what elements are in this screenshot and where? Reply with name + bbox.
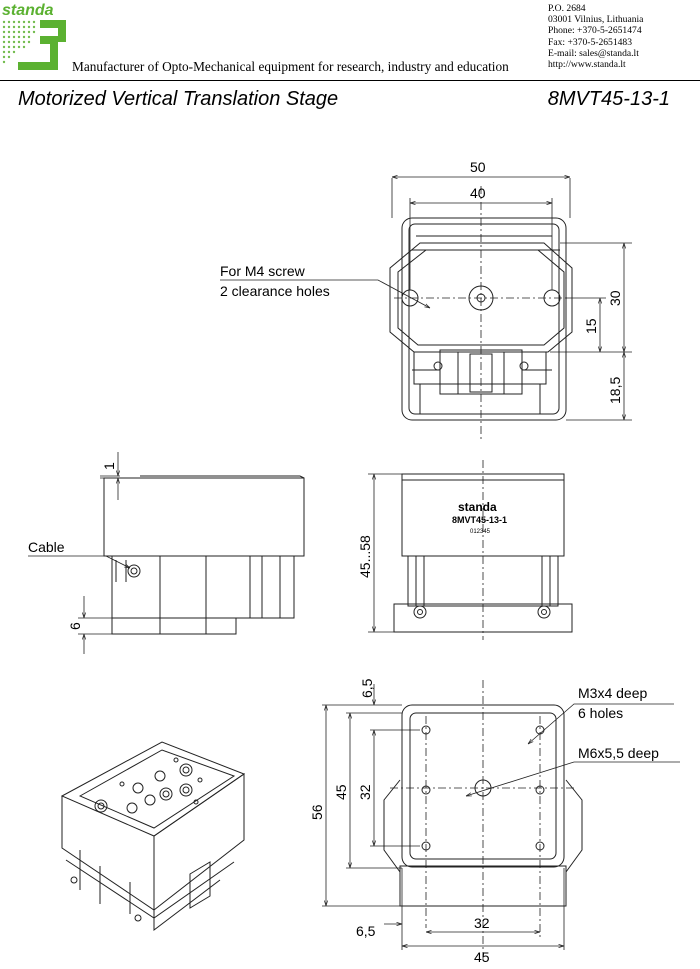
callout-m3-line1: M3x4 deep	[578, 685, 647, 701]
brand-text: standa	[2, 2, 54, 19]
dim-width-inner: 40	[470, 185, 486, 201]
callout-cable: Cable	[28, 539, 65, 555]
callout-m4-line1: For M4 screw	[220, 263, 306, 279]
contact-email: E-mail: sales@standa.lt	[548, 47, 639, 59]
dim-side-bottom: 6	[67, 622, 83, 630]
label-brand: standa	[458, 500, 497, 514]
dim-side-top: 1	[101, 462, 117, 470]
dim-height-top: 30	[607, 290, 623, 306]
dim-front-height: 45...58	[357, 535, 373, 578]
isometric-view	[60, 741, 246, 932]
dim-outer-v: 56	[309, 804, 325, 820]
header-divider	[0, 80, 700, 81]
dim-inner-v: 32	[357, 784, 373, 800]
front-view	[368, 460, 573, 640]
dim-base: 18,5	[607, 377, 623, 404]
dim-inner-h: 32	[474, 915, 490, 931]
contact-info: P.O. 2684 03001 Vilnius, Lithuania Phone…	[548, 3, 643, 70]
contact-website[interactable]: http://www.standa.lt	[548, 59, 626, 71]
standa-logo: standa	[0, 0, 68, 74]
label-serial: 012345	[470, 529, 491, 535]
company-tagline: Manufacturer of Opto-Mechanical equipmen…	[72, 59, 509, 74]
contact-fax: Fax: +370-5-2651483	[548, 36, 633, 48]
dim-hole-offset: 15	[583, 318, 599, 334]
callout-m6: M6x5,5 deep	[578, 745, 659, 761]
label-model: 8MVT45-13-1	[452, 515, 507, 525]
contact-po-box: P.O. 2684	[548, 3, 586, 14]
product-model: 8MVT45-13-1	[547, 88, 670, 110]
callout-m3-line2: 6 holes	[578, 705, 623, 721]
dim-margin-top: 6,5	[359, 678, 375, 698]
dim-width-outer: 50	[470, 159, 486, 175]
dim-outer-h: 45	[474, 949, 490, 965]
top-view	[220, 177, 632, 440]
contact-phone: Phone: +370-5-2651474	[548, 25, 642, 37]
dim-mid-v: 45	[333, 784, 349, 800]
dim-margin-left: 6,5	[356, 923, 376, 939]
product-title: Motorized Vertical Translation Stage	[18, 88, 339, 110]
side-view	[28, 452, 305, 654]
bottom-view	[322, 680, 680, 960]
contact-city: 03001 Vilnius, Lithuania	[548, 14, 644, 26]
callout-m4-line2: 2 clearance holes	[220, 283, 330, 299]
